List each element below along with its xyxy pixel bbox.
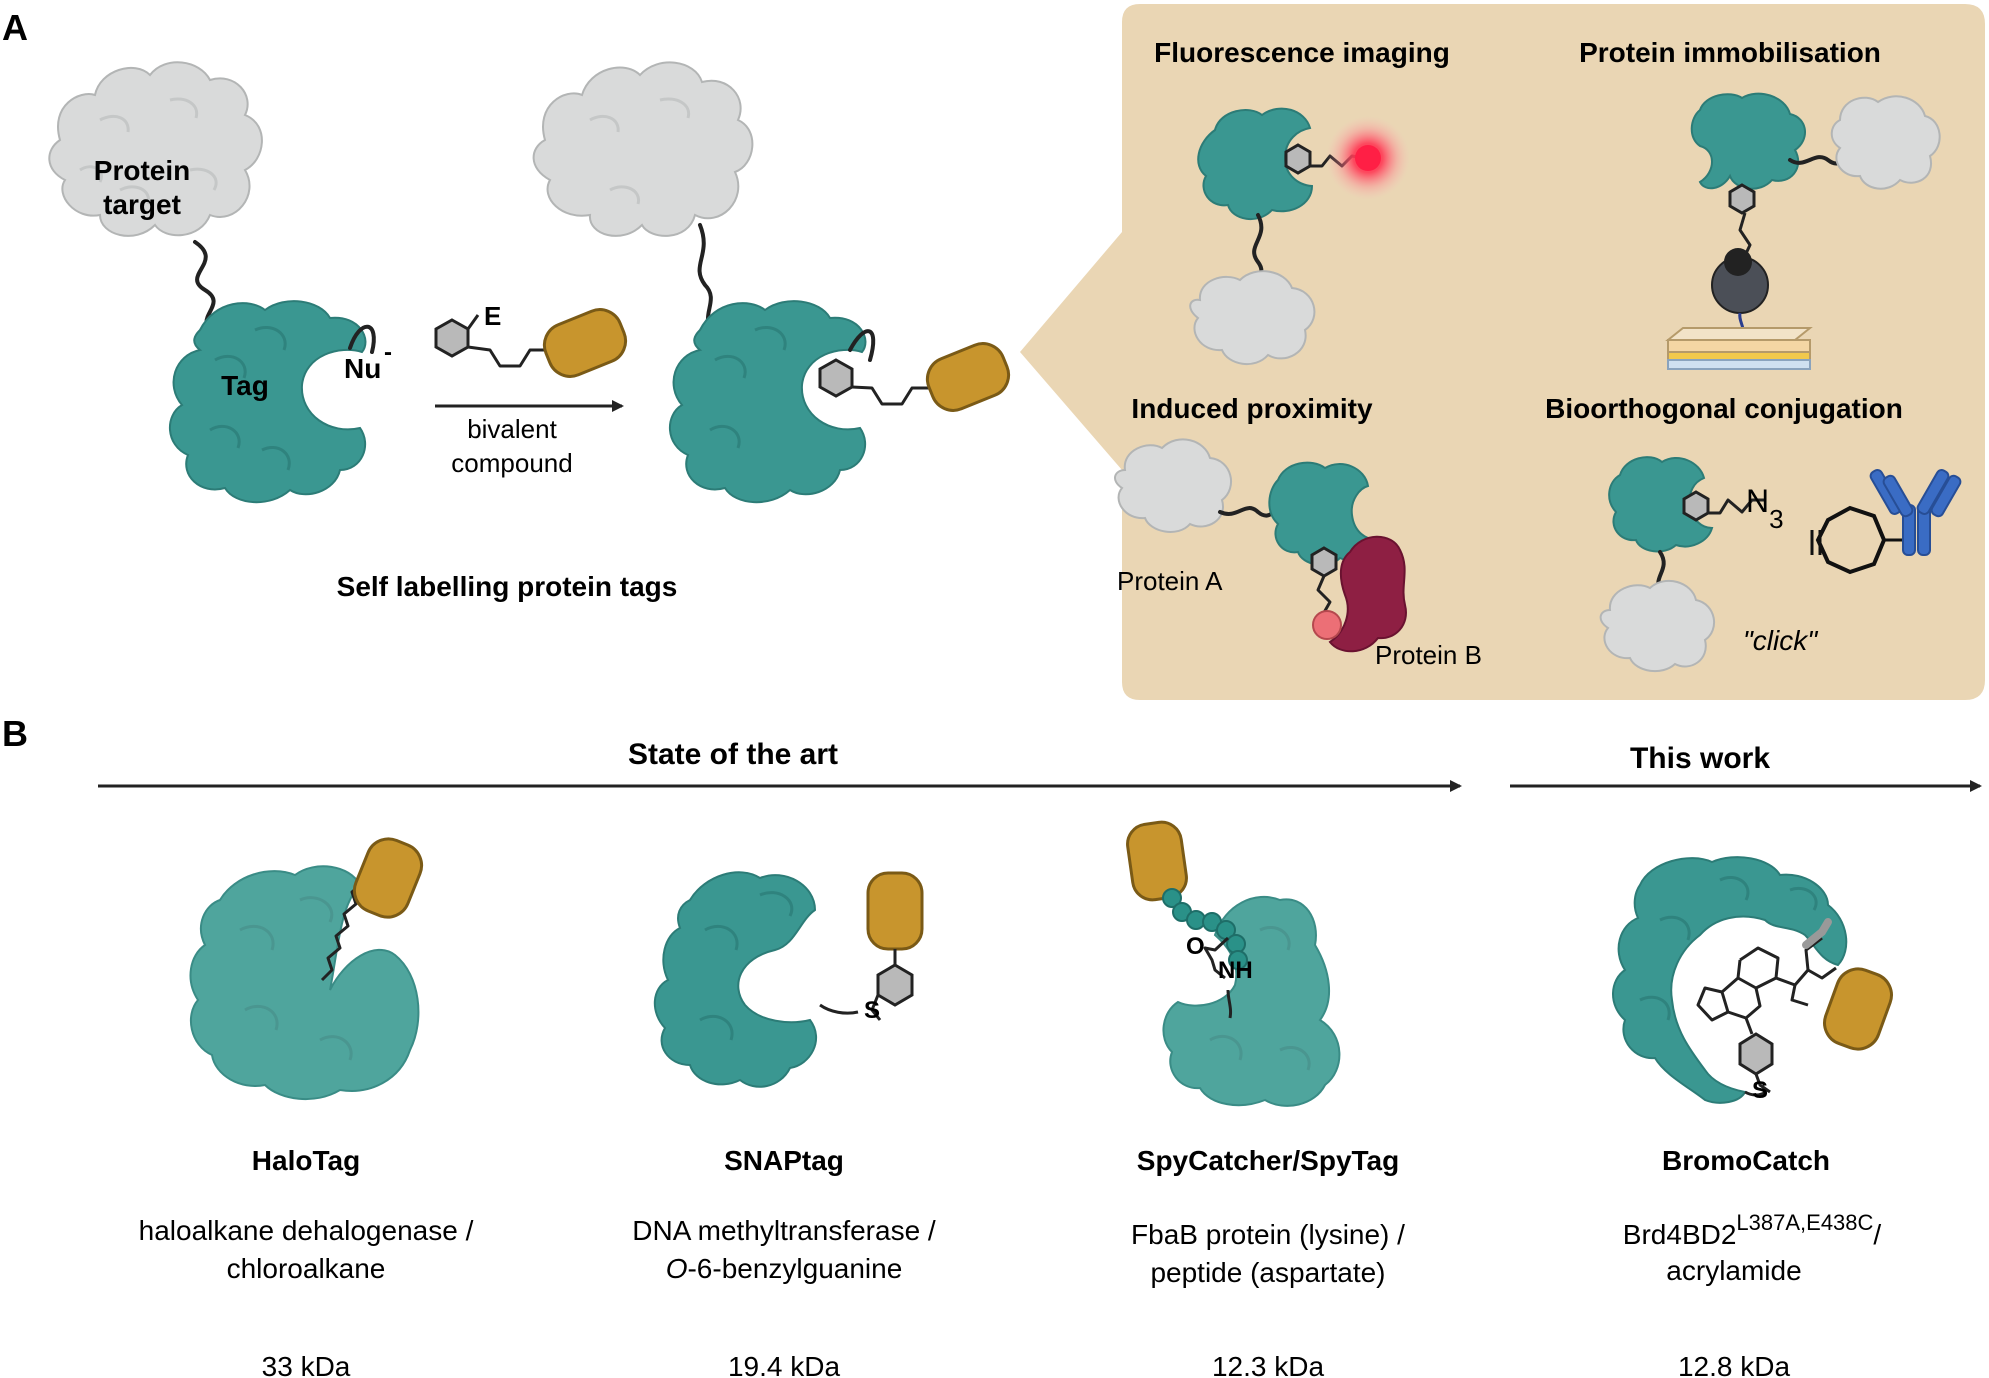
spycatcher-desc-2: peptide (aspartate)	[1150, 1257, 1385, 1288]
panel-a-letter: A	[2, 7, 28, 48]
halotag-desc-1: haloalkane dehalogenase /	[139, 1215, 474, 1246]
snaptag-name: SNAPtag	[724, 1145, 844, 1176]
immobilisation-illustration	[1665, 92, 1941, 370]
bromocatch-desc-2: acrylamide	[1666, 1255, 1801, 1286]
snaptag-desc-1: DNA methyltransferase /	[632, 1215, 936, 1246]
spycatcher-nh: NH	[1218, 957, 1253, 984]
fluorophore	[1355, 145, 1381, 171]
bioorthogonal-illustration	[1599, 456, 1962, 673]
bromocatch-sulfur: S	[1752, 1077, 1768, 1104]
bromocatch-name: BromoCatch	[1662, 1145, 1830, 1176]
tag-protein	[168, 300, 367, 504]
electrophile-label: E	[484, 301, 501, 331]
labelled-product	[532, 61, 1011, 504]
protein-target-label-2: target	[103, 189, 181, 220]
fluorescence-illustration	[1189, 107, 1410, 365]
protein-b-shape	[1328, 535, 1407, 653]
protein-target	[48, 61, 263, 237]
arrow-label-1: bivalent	[467, 414, 557, 444]
snaptag-sulfur: S	[864, 997, 880, 1024]
panel-b-letter: B	[2, 713, 28, 754]
nucleophile-label: Nu	[344, 353, 381, 384]
halotag-name: HaloTag	[252, 1145, 360, 1176]
spycatcher-desc-1: FbaB protein (lysine) /	[1131, 1219, 1405, 1250]
proximity-illustration	[1114, 438, 1407, 653]
spycatcher-size: 12.3 kDa	[1212, 1351, 1324, 1378]
snaptag-desc-2: O-6-benzylguanine	[666, 1253, 903, 1284]
arrow-label-2: compound	[451, 448, 572, 478]
spycatcher-oxygen: O	[1186, 933, 1205, 960]
snaptag-size: 19.4 kDa	[728, 1351, 840, 1378]
protein-b-label: Protein B	[1375, 640, 1482, 670]
app-title-fluorescence: Fluorescence imaging	[1154, 37, 1450, 68]
spycatcher-name: SpyCatcher/SpyTag	[1137, 1145, 1399, 1176]
bromocatch-size: 12.8 kDa	[1678, 1351, 1790, 1378]
bromocatch-desc-1: Brd4BD2L387A,E438C/	[1623, 1210, 1882, 1250]
state-of-art-label: State of the art	[628, 738, 838, 771]
halotag-illustration	[189, 837, 424, 1101]
tag-label: Tag	[221, 370, 269, 401]
azide-label: N3	[1746, 483, 1784, 534]
protein-a-label: Protein A	[1117, 566, 1223, 596]
nucleophile-charge: -	[384, 339, 392, 366]
spycatcher-illustration	[1126, 820, 1341, 1107]
bivalent-compound	[434, 308, 628, 378]
panel-a-caption: Self labelling protein tags	[337, 571, 678, 602]
app-title-bioorthogonal: Bioorthogonal conjugation	[1545, 393, 1903, 424]
app-title-immobilisation: Protein immobilisation	[1579, 37, 1881, 68]
bromocatch-illustration	[1612, 856, 1893, 1104]
snaptag-illustration	[653, 871, 924, 1088]
click-label: "click"	[1743, 625, 1818, 656]
this-work-label: This work	[1630, 742, 1770, 775]
halotag-desc-2: chloroalkane	[227, 1253, 386, 1284]
protein-target-label-1: Protein	[94, 155, 190, 186]
app-title-proximity: Induced proximity	[1131, 393, 1373, 424]
halotag-size: 33 kDa	[262, 1351, 351, 1378]
nucleophile-loop	[348, 324, 376, 354]
